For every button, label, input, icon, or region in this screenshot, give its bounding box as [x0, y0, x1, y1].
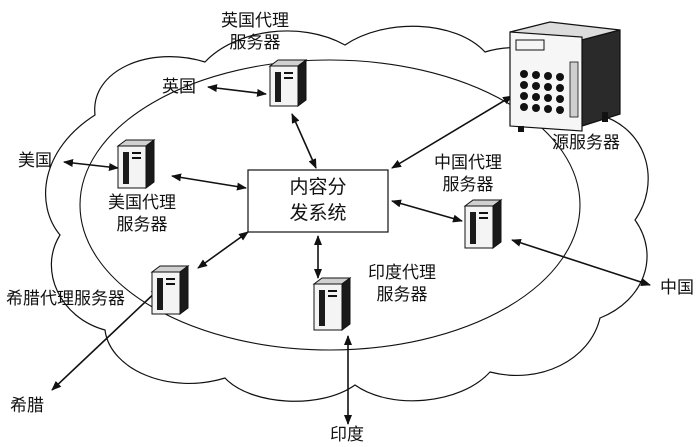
uk-proxy-line1: 英国代理: [205, 10, 305, 32]
central-system-line2: 发系统: [248, 200, 388, 226]
server-icon-origin: [510, 22, 620, 132]
india-proxy-line2: 服务器: [352, 284, 452, 306]
region-greece-label: 希腊: [10, 395, 44, 417]
china-proxy-label: 中国代理 服务器: [418, 152, 518, 196]
uk-proxy-label: 英国代理 服务器: [205, 10, 305, 54]
china-proxy-line1: 中国代理: [418, 152, 518, 174]
server-icon-china-proxy: [465, 200, 501, 248]
arrow-center-uk-proxy: [292, 114, 316, 168]
region-india-label: 印度: [330, 424, 364, 446]
india-proxy-label: 印度代理 服务器: [352, 262, 452, 306]
server-icon-uk-proxy: [270, 60, 306, 106]
arrow-uk-region: [208, 87, 266, 94]
uk-proxy-line2: 服务器: [205, 32, 305, 54]
arrow-china-region: [512, 240, 650, 285]
arrow-center-us-proxy: [172, 176, 246, 188]
us-proxy-line2: 服务器: [92, 214, 192, 236]
central-system-line1: 内容分: [248, 174, 388, 200]
region-uk-label: 英国: [162, 76, 196, 98]
server-icon-india-proxy: [314, 278, 350, 330]
arrow-center-greece-proxy: [198, 232, 248, 268]
region-us-label: 美国: [18, 150, 52, 172]
central-system-label: 内容分 发系统: [248, 174, 388, 226]
server-icon-greece-proxy: [152, 266, 188, 314]
us-proxy-label: 美国代理 服务器: [92, 192, 192, 236]
china-proxy-line2: 服务器: [418, 174, 518, 196]
server-icon-us-proxy: [118, 140, 154, 188]
region-china-label: 中国: [660, 277, 694, 299]
greece-proxy-label: 希腊代理服务器: [6, 288, 125, 310]
origin-server-label: 源服务器: [552, 132, 620, 154]
us-proxy-line1: 美国代理: [92, 192, 192, 214]
india-proxy-line1: 印度代理: [352, 262, 452, 284]
arrow-center-china-proxy: [392, 201, 462, 221]
